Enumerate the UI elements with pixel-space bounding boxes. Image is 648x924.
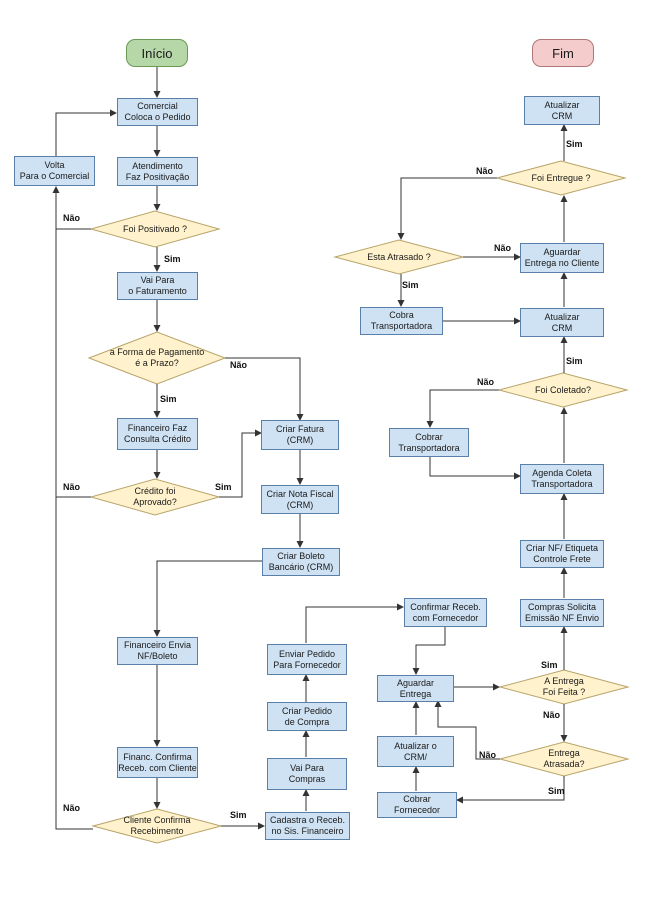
label-nao-cliente-confirma: Não — [63, 803, 81, 813]
label-sim-entrega-feita: Sim — [541, 660, 558, 670]
process-criar-boleto: Criar Boleto Bancário (CRM) — [262, 548, 340, 576]
label-sim-esta-atrasado: Sim — [402, 280, 419, 290]
label-nao-credito: Não — [63, 482, 81, 492]
process-compras-solicita: Compras Solicita Emissão NF Envio — [520, 599, 604, 627]
decision-foi-coletado: Foi Coletado? — [534, 384, 592, 395]
decision-entrega-atrasada-shape — [498, 741, 630, 777]
label-sim-foi-coletado: Sim — [566, 356, 583, 366]
label-nao-forma-pagamento: Não — [230, 360, 248, 370]
label-nao-entrega-atrasada: Não — [479, 750, 497, 760]
decision-entrega-feita: A Entrega Foi Feita ? — [542, 676, 586, 697]
process-criar-nota-fiscal: Criar Nota Fiscal (CRM) — [261, 485, 339, 514]
process-atualizar-crm-2: Atualizar CRM — [520, 308, 604, 337]
process-enviar-pedido: Enviar Pedido Para Fornecedor — [267, 644, 347, 675]
decision-cliente-confirma: Cliente Confirma Recebimento — [123, 815, 191, 836]
process-atendimento: Atendimento Faz Positivação — [117, 157, 198, 186]
decision-forma-pagamento: a Forma de Pagamento é a Prazo? — [109, 347, 205, 368]
process-cadastra-receb: Cadastra o Receb. no Sis. Financeiro — [265, 812, 350, 840]
process-vai-compras: Vai Para Compras — [267, 758, 347, 790]
label-sim-credito: Sim — [215, 482, 232, 492]
process-financeiro-envia: Financeiro Envia NF/Boleto — [117, 637, 198, 665]
process-aguardar-entrega: Aguardar Entrega — [377, 675, 454, 702]
process-volta-comercial: Volta Para o Comercial — [14, 156, 95, 186]
label-nao-foi-coletado: Não — [477, 377, 495, 387]
label-nao-esta-atrasado: Não — [494, 243, 512, 253]
decision-entrega-atrasada: Entrega Atrasada? — [543, 748, 585, 769]
label-sim-foi-entregue: Sim — [566, 139, 583, 149]
label-sim-entrega-atrasada: Sim — [548, 786, 565, 796]
label-nao-foi-entregue: Não — [476, 166, 494, 176]
process-faturamento: Vai Para o Faturamento — [117, 272, 198, 300]
label-sim-cliente-confirma: Sim — [230, 810, 247, 820]
process-comercial-coloca-pedido: Comercial Coloca o Pedido — [117, 98, 198, 126]
decision-entrega-feita-shape — [498, 669, 630, 705]
process-agenda-coleta: Agenda Coleta Transportadora — [520, 464, 604, 494]
process-cobrar-transportadora: Cobrar Transportadora — [389, 428, 469, 457]
process-atualizar-crm-mid: Atualizar o CRM/ — [377, 736, 454, 767]
process-criar-fatura: Criar Fatura (CRM) — [261, 420, 339, 450]
process-criar-nf-etiqueta: Criar NF/ Etiqueta Controle Frete — [520, 540, 604, 568]
process-confirmar-receb: Confirmar Receb. com Fornecedor — [404, 598, 487, 627]
process-atualizar-crm-top: Atualizar CRM — [524, 96, 600, 125]
process-aguardar-entrega-cliente: Aguardar Entrega no Cliente — [520, 243, 604, 273]
decision-credito-aprovado: Crédito foi Aprovado? — [133, 486, 177, 507]
decision-foi-entregue: Foi Entregue ? — [531, 172, 591, 183]
decision-foi-positivado-shape — [89, 210, 221, 248]
label-nao-positivado: Não — [63, 213, 81, 223]
process-criar-pedido-compra: Criar Pedido de Compra — [267, 702, 347, 731]
process-financeiro-consulta: Financeiro Faz Consulta Crédito — [117, 418, 198, 450]
label-sim-positivado: Sim — [164, 254, 181, 264]
start-terminal: Início — [126, 39, 188, 67]
decision-esta-atrasado: Esta Atrasado ? — [367, 251, 431, 262]
decision-foi-coletado-shape — [497, 372, 629, 408]
process-financ-confirma: Financ. Confirma Receb. com Cliente — [117, 747, 198, 778]
end-terminal: Fim — [532, 39, 594, 67]
decision-foi-positivado: Foi Positivado ? — [122, 223, 188, 234]
process-cobrar-fornecedor: Cobrar Fornecedor — [377, 792, 457, 818]
label-sim-forma-pagamento: Sim — [160, 394, 177, 404]
decision-foi-entregue-shape — [495, 160, 627, 196]
process-cobra-transportadora: Cobra Transportadora — [360, 307, 443, 335]
label-nao-entrega-feita: Não — [543, 710, 561, 720]
